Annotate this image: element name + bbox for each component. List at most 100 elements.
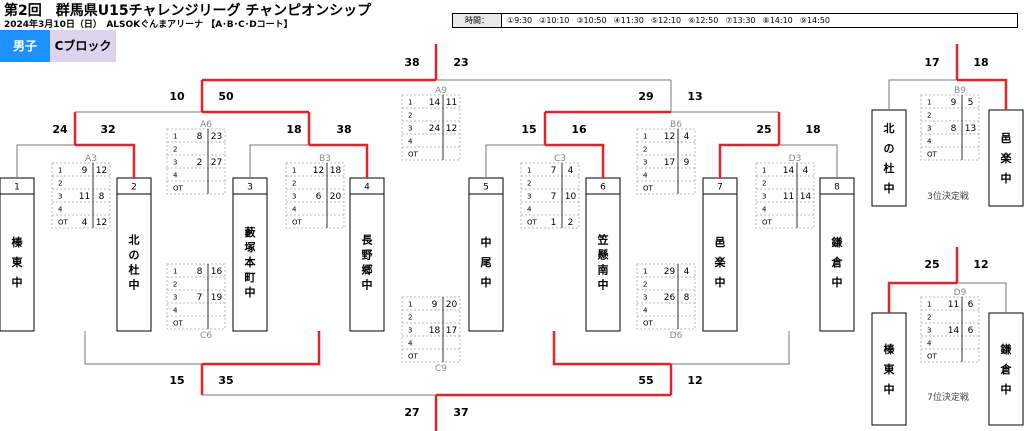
team-name-char: 中: [1001, 171, 1012, 185]
team-name-char: 榛: [12, 235, 23, 249]
period-label: OT: [292, 219, 303, 227]
third-place-caption: 3位決定戦: [927, 190, 969, 202]
period-label: OT: [58, 219, 69, 227]
period-label: 1: [527, 167, 531, 175]
period-score: 14: [783, 166, 795, 176]
score-table-frame: [920, 296, 980, 363]
winner-path: [202, 331, 321, 366]
period-score: 6: [968, 326, 974, 336]
period-score: 4: [803, 166, 809, 176]
team-name-char: 楽: [1000, 151, 1013, 165]
period-label: 4: [643, 172, 648, 180]
team-name-char: 懸: [598, 248, 609, 262]
match-id: D3: [789, 154, 802, 164]
team-name-char: 中: [362, 278, 373, 292]
team-name-char: 中: [481, 275, 492, 289]
match-id: C6: [200, 331, 212, 341]
score-team-b: 13: [687, 90, 702, 103]
period-score: 17: [446, 326, 457, 336]
period-label: 2: [643, 281, 647, 289]
team-name-char: 中: [12, 275, 23, 289]
team-seed-number: 1: [14, 183, 20, 193]
period-label: 3: [173, 294, 177, 302]
period-label: 2: [292, 180, 296, 188]
period-score: 7: [551, 192, 557, 202]
period-label: 4: [643, 307, 648, 315]
period-score: 20: [446, 300, 458, 310]
team-name-char: 野: [362, 249, 373, 262]
period-score: 9: [951, 98, 957, 108]
team-name-char: 中: [1001, 382, 1012, 396]
tab-block-c[interactable]: Cブロック: [50, 30, 116, 62]
team-name-char: 藪: [245, 225, 257, 239]
period-label: 1: [408, 301, 412, 309]
period-label: 3: [408, 327, 412, 335]
time-slot: ①9:30: [507, 16, 533, 25]
score-team-b: 12: [687, 374, 702, 387]
period-label: 1: [643, 133, 647, 141]
score-table-frame: [920, 94, 980, 161]
team-name-box: [349, 193, 385, 332]
period-label: 1: [762, 167, 766, 175]
team-name-char: 尾: [480, 256, 492, 269]
score-team-b: 18: [973, 56, 988, 69]
tab-boys[interactable]: 男子: [0, 30, 50, 62]
team-seed-number: 7: [717, 183, 723, 193]
period-label: 3: [408, 125, 412, 133]
match-id: C9: [435, 364, 447, 374]
team-seed-number: 4: [364, 183, 370, 193]
score-team-a: 10: [169, 90, 185, 103]
score-team-a: 38: [404, 56, 419, 69]
winner-path: [545, 143, 605, 178]
team-name-char: 北: [884, 121, 895, 135]
score-team-a: 25: [924, 258, 939, 271]
team-name-char: 榛: [884, 342, 895, 356]
score-table-frame: [166, 263, 226, 330]
period-score: 29: [664, 267, 676, 277]
period-score: 20: [330, 192, 342, 202]
team-name-char: 中: [129, 278, 140, 292]
score-table-frame: [636, 128, 696, 195]
period-label: 2: [408, 314, 412, 322]
period-label: 1: [58, 167, 62, 175]
period-label: OT: [927, 353, 938, 361]
team-name-char: 町: [245, 271, 256, 284]
team-name-char: の: [884, 142, 895, 155]
period-score: 26: [664, 293, 676, 303]
team-name-char: 東: [884, 362, 896, 376]
score-table-frame: [51, 162, 111, 229]
period-label: OT: [527, 219, 538, 227]
period-label: 2: [173, 281, 177, 289]
period-label: 4: [927, 138, 932, 146]
score-team-a: 24: [52, 123, 68, 136]
bracket-line: [888, 79, 957, 110]
period-label: OT: [643, 185, 654, 193]
period-score: 2: [197, 158, 203, 168]
team-name-char: 本: [245, 255, 256, 269]
score-team-b: 12: [973, 258, 988, 271]
score-team-a: 15: [521, 123, 536, 136]
period-score: 13: [965, 124, 976, 134]
team-name-char: 鎌: [831, 235, 843, 249]
team-name-box: [585, 193, 621, 332]
time-slot: ②10:10: [539, 16, 570, 25]
period-label: OT: [173, 185, 184, 193]
period-label: 3: [173, 159, 177, 167]
period-label: 4: [292, 206, 297, 214]
match-id: B6: [670, 120, 682, 130]
score-team-b: 38: [336, 123, 351, 136]
period-score: 1: [551, 218, 557, 228]
team-name-box: [988, 109, 1024, 207]
period-label: 3: [927, 327, 931, 335]
period-label: 2: [408, 112, 412, 120]
event-date-venue: 2024年3月10日（日） ALSOKぐんまアリーナ 【A･B･C･Dコート】: [4, 20, 293, 30]
period-label: 1: [408, 99, 412, 107]
team-name-box: [871, 109, 907, 207]
period-score: 7: [197, 293, 203, 303]
match-id: D6: [670, 331, 683, 341]
period-label: 4: [173, 172, 178, 180]
period-score: 27: [211, 158, 222, 168]
period-score: 8: [99, 192, 105, 202]
